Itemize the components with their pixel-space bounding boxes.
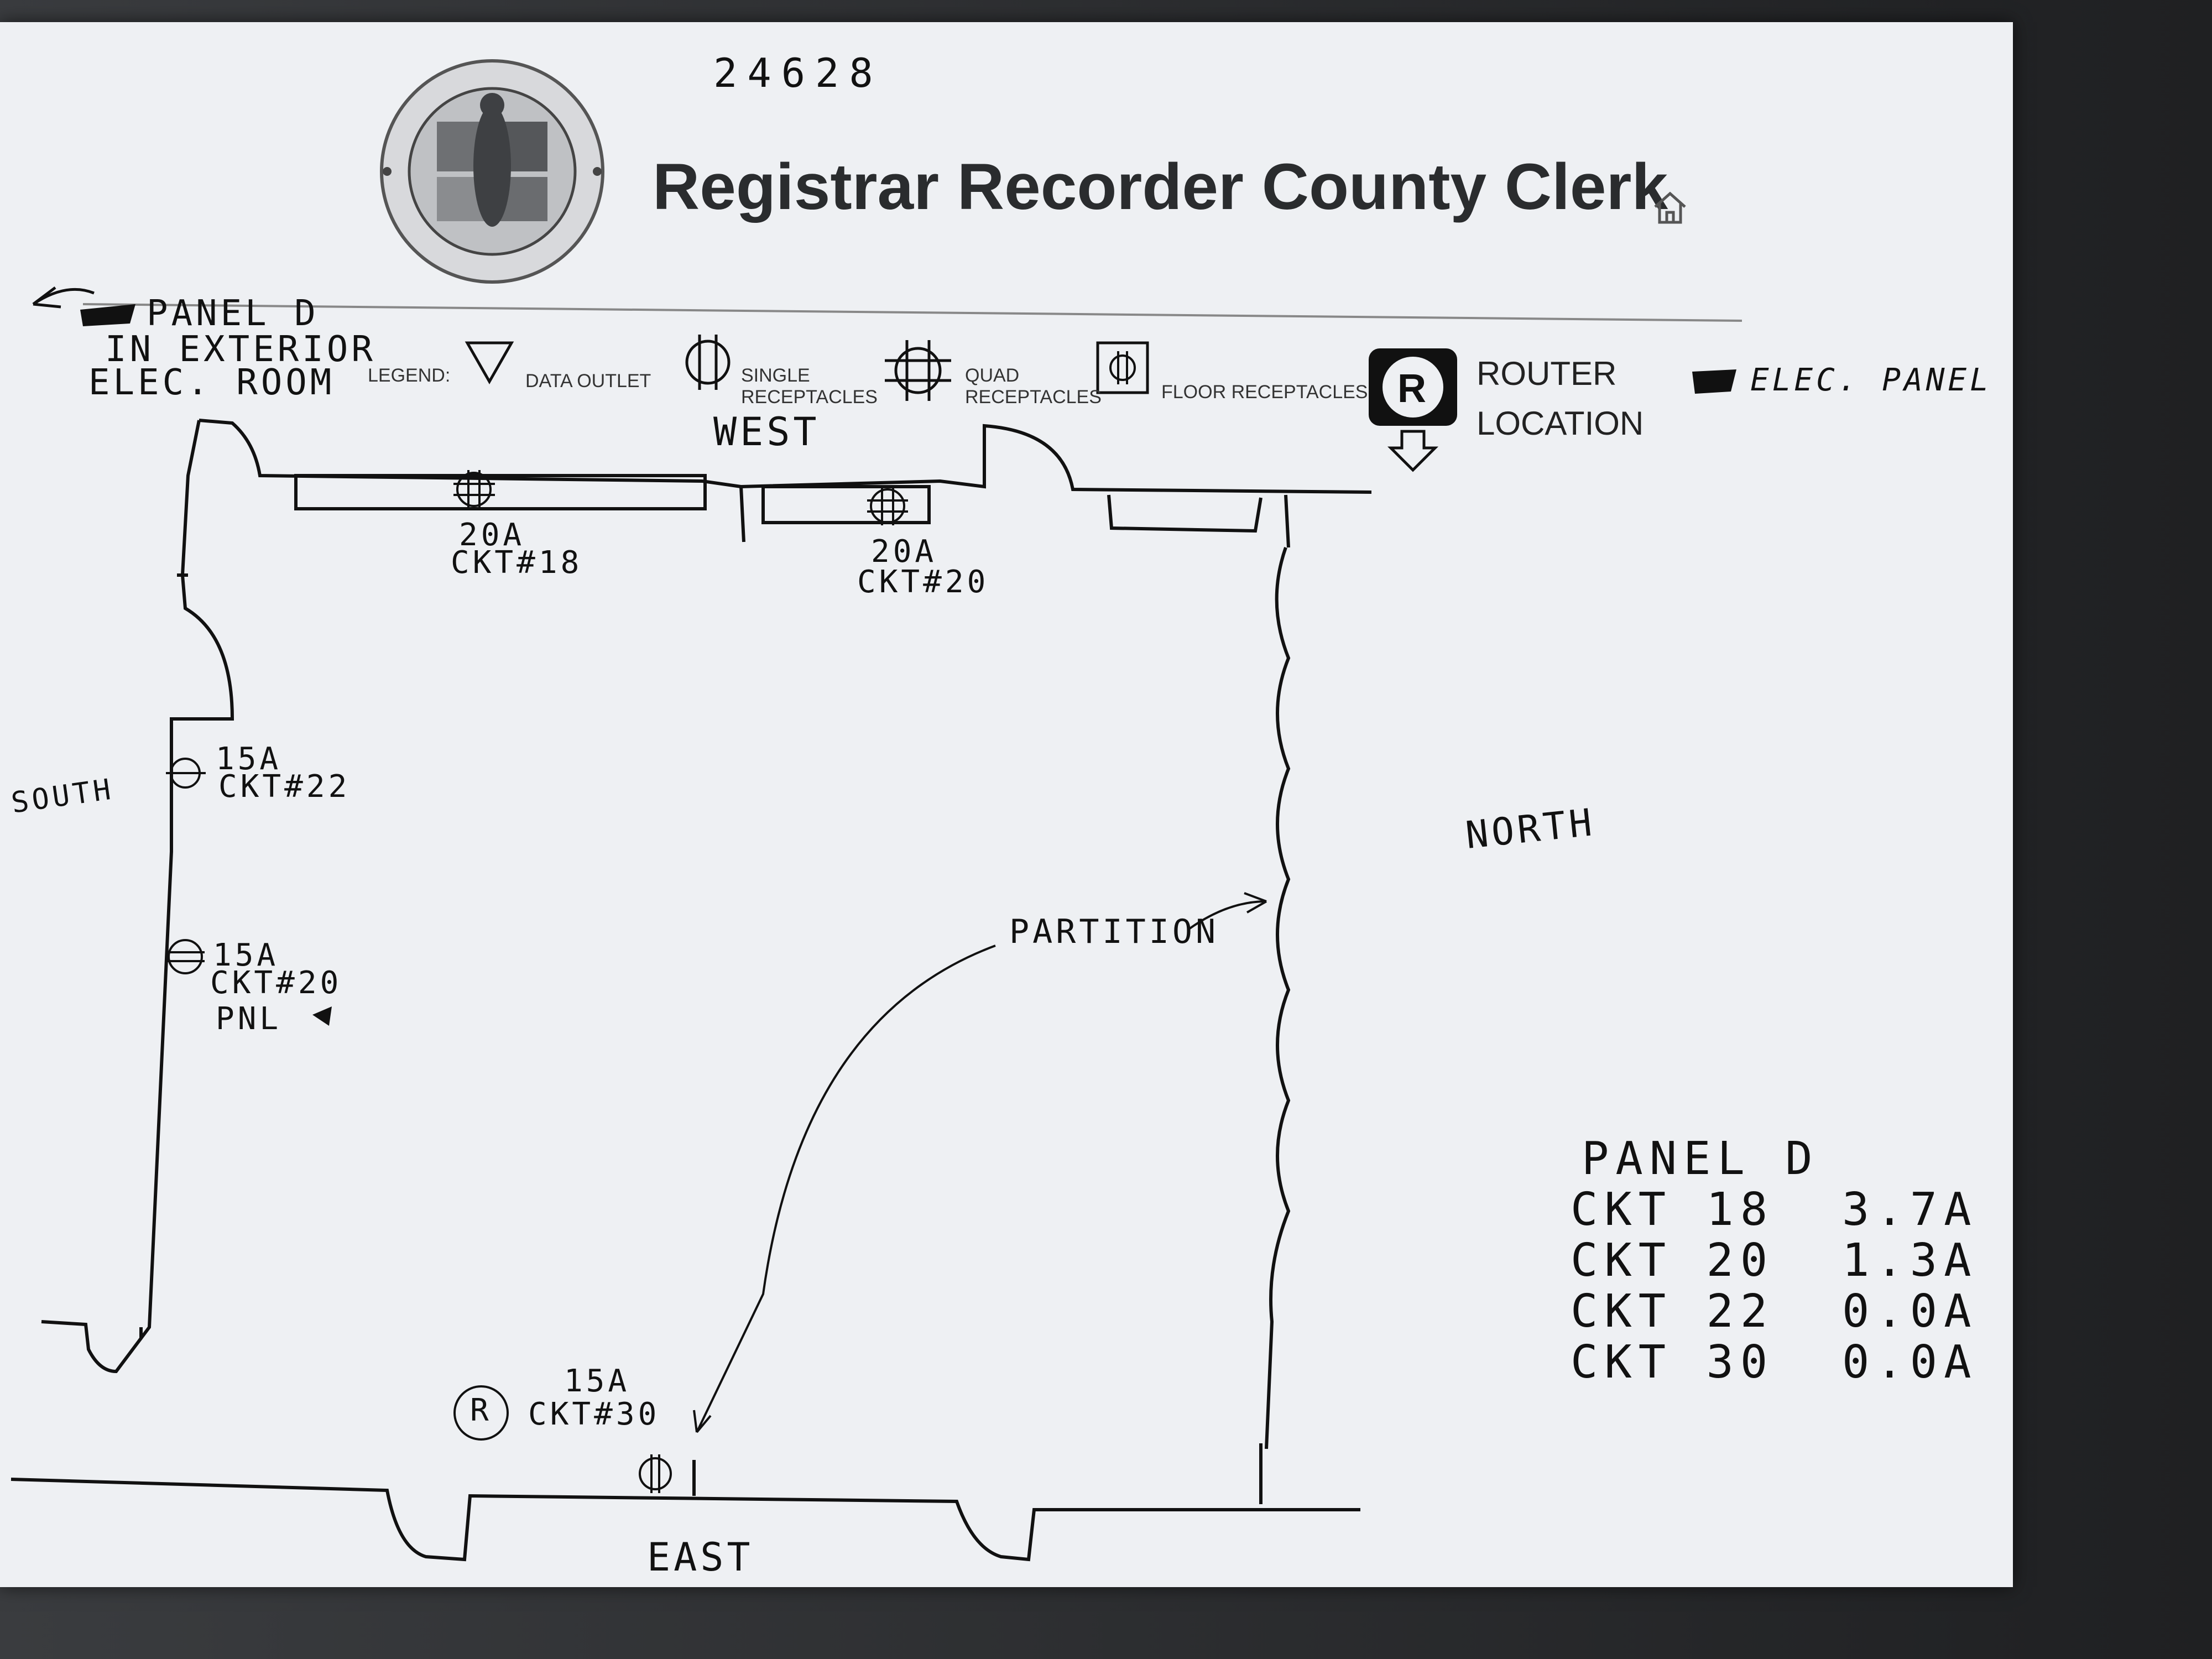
panel-location-note-line1: PANEL D [147,293,319,334]
panel-d-row: CKT 20 1.3A [1571,1234,1978,1287]
quad-receptacle-ckt18-icon [453,470,495,509]
legend-data-outlet: DATA OUTLET [525,371,651,392]
direction-west: WEST [713,409,820,455]
router-mark-text: R [470,1392,489,1428]
ckt30-label: CKT#30 [528,1396,660,1432]
ckt20-west-label: CKT#20 [857,564,989,600]
partition-arrow-north [1188,892,1267,930]
data-outlet-icon [465,341,514,385]
legend-router-line2: LOCATION [1477,405,1644,442]
ckt22-label: CKT#22 [218,769,351,805]
quad-receptacle-ckt20-icon [867,487,908,525]
floor-receptacle-ckt30-icon [639,1454,672,1493]
home-icon[interactable] [1651,188,1689,227]
legend-quad-receptacles: QUAD RECEPTACLES [965,365,1102,408]
legend-floor-receptacles: FLOOR RECEPTACLES [1161,382,1368,403]
single-receptacle-ckt22-icon [166,758,206,789]
panel-d-mark-icon [312,1006,332,1026]
ckt20-south-amp: 15A [213,937,279,973]
page-title: Registrar Recorder County Clerk [653,150,1668,223]
panel-d-row: CKT 18 3.7A [1571,1183,1978,1236]
single-receptacle-icon [685,335,731,390]
quad-receptacle-icon [885,340,951,401]
legend-single-receptacles: SINGLE RECEPTACLES [741,365,878,408]
panel-d-row: CKT 30 0.0A [1571,1336,1978,1389]
county-seal-icon [380,59,604,284]
router-location-marker-icon [453,1385,509,1441]
ckt20-south-label: CKT#20 [210,965,342,1001]
elec-panel-icon [80,304,135,326]
legend-elec-panel: ELEC. PANEL [1750,362,1992,398]
ckt18-amp: 20A [459,517,525,553]
panel-location-note-line3: ELEC. ROOM [88,362,335,403]
ckt22-amp: 15A [216,741,282,777]
legend-router-line1: ROUTER [1477,355,1617,392]
document-number: 24628 [713,50,883,96]
ckt30-amp: 15A [564,1363,630,1399]
room-walls [11,419,1372,1562]
ckt20-south-panel: PNL [216,1001,282,1037]
direction-east: EAST [647,1535,754,1580]
single-receptacle-ckt20-south-icon [166,939,205,974]
floor-plan-sheet: 24628 Registrar Recorder County Clerk [0,22,2013,1587]
panel-d-title: PANEL D [1582,1133,1819,1185]
partition-label: PARTITION [1009,912,1219,951]
panel-location-note-line2: IN EXTERIOR [105,329,376,370]
partition-arrow-east [693,945,996,1433]
router-location-icon [1369,348,1457,472]
floor-plan-drawing [11,286,1743,1562]
panel-d-row: CKT 22 0.0A [1571,1285,1978,1338]
header-rule [82,303,1743,322]
panel-d-readings: PANEL D CKT 18 3.7A CKT 20 1.3A CKT 22 0… [1571,1134,1978,1388]
legend-label: LEGEND: [368,365,451,386]
arrow-icon [32,286,95,309]
ckt20-west-amp: 20A [871,534,937,570]
elec-panel-legend-icon [1692,369,1736,394]
floor-receptacle-icon [1096,341,1149,394]
legend-router-symbol: R [1397,367,1426,411]
ckt18-label: CKT#18 [451,545,583,581]
